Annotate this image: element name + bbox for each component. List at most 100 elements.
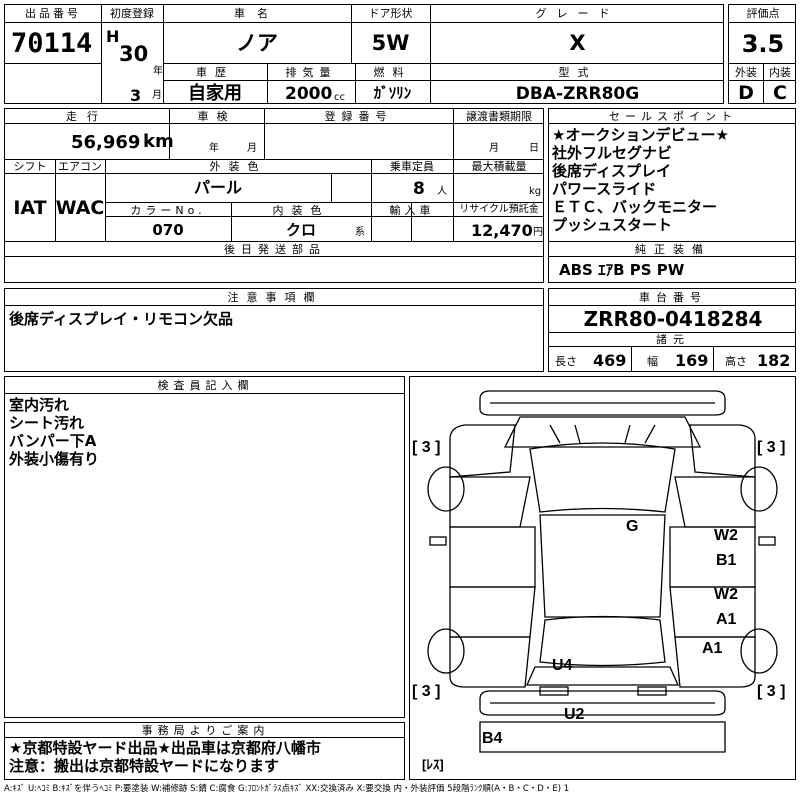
inspection-month-unit: 月 [247, 143, 257, 154]
tire-mark-front-right: [ 3 ] [757, 439, 786, 456]
length-label: 長さ [555, 355, 577, 368]
aircon: WAC [55, 197, 105, 219]
damage-mark: A1 [702, 640, 723, 657]
first-registration-month: 3 [130, 86, 142, 104]
history-label: 車歴 [196, 66, 234, 79]
car-name: ノア [236, 31, 278, 55]
transfer-doc-label: 譲渡書類期限 [466, 110, 532, 123]
damage-mark: W2 [714, 527, 738, 544]
model-label: 型式 [558, 66, 597, 79]
registration-label: 登録番号 [324, 110, 393, 123]
color-no-label: カラーNo. [130, 204, 206, 217]
dims-label: 諸元 [656, 333, 690, 346]
height-label: 高さ [725, 355, 747, 368]
inspector-label: 検査員記入欄 [157, 379, 254, 392]
exterior-grade: D [738, 82, 754, 104]
history: 自家用 [188, 83, 242, 104]
chassis-number: ZRR80-0418284 [583, 307, 763, 331]
int-color-unit: 系 [355, 227, 365, 238]
model-code: DBA-ZRR80G [515, 84, 640, 104]
displacement-unit: cc [334, 92, 345, 103]
damage-mark: U2 [564, 706, 585, 723]
first-registration-year: 30 [119, 42, 149, 66]
aircon-label: エアコン [58, 160, 102, 173]
capacity-unit: 人 [437, 186, 447, 197]
damage-mark: B4 [482, 730, 503, 747]
length: 469 [593, 351, 627, 370]
later-parts-label: 後日発送部品 [224, 243, 326, 256]
spare-tire-mark: [ﾚｽ] [422, 757, 444, 772]
equipment-label: 純正装備 [635, 243, 711, 256]
displacement-label: 排気量 [285, 66, 337, 79]
ext-color: パール [193, 178, 242, 197]
office-notice-line: 注意：搬出は京都特設ヤードになります [9, 757, 280, 775]
sales-point: ★オークションデビュー★ [552, 126, 729, 144]
recycle-fee: 12,470 [471, 221, 533, 240]
height: 182 [757, 351, 791, 370]
chassis-label: 車台番号 [639, 291, 707, 304]
caution-block: 注意事項欄 後席ディスプレイ・リモコン欠品 [4, 288, 544, 372]
tire-mark-rear-left: [ 3 ] [412, 683, 441, 700]
office-notice-line: ★京都特設ヤード出品★出品車は京都府八幡市 [9, 739, 321, 757]
car-outline-svg [427, 390, 778, 753]
sales-points-label: セールスポイント [609, 110, 737, 123]
max-load-unit: kg [529, 186, 542, 197]
transfer-day-unit: 日 [529, 143, 539, 154]
sales-point: パワースライド [552, 180, 657, 198]
shift-label: シフト [13, 160, 47, 173]
damage-mark: U4 [552, 657, 573, 674]
color-no: 070 [152, 221, 184, 239]
caution-text: 後席ディスプレイ・リモコン欠品 [9, 310, 233, 328]
lot-number-label: 出品番号 [25, 7, 81, 20]
inspector-notes-block: 検査員記入欄 室内汚れ シート汚れ バンパー下A 外装小傷有り [4, 376, 405, 718]
damage-mark: A1 [716, 611, 737, 628]
sales-point: ＥＴＣ、バックモニター [552, 198, 718, 216]
vehicle-detail-block: 走行 56,969 km 車検 年 月 登録番号 譲渡書類期限 月 日 シフト … [4, 108, 544, 283]
caution-label: 注意事項欄 [227, 291, 323, 304]
office-notice-list: ★京都特設ヤード出品★出品車は京都府八幡市 注意：搬出は京都特設ヤードになります [9, 739, 321, 775]
office-notice-block: 事務局よりご案内 ★京都特設ヤード出品★出品車は京都府八幡市 注意：搬出は京都特… [4, 722, 405, 780]
chassis-block: 車台番号 ZRR80-0418284 諸元 長さ 469 幅 169 高さ 18… [548, 288, 796, 372]
int-color: クロ [285, 221, 316, 239]
equipment: ABS ｴｱB PS PW [559, 261, 685, 279]
max-load-label: 最大積載量 [471, 160, 527, 173]
mileage: 56,969 [71, 132, 141, 153]
displacement: 2000 [285, 84, 333, 104]
grade-label: グレード [535, 7, 620, 20]
inspector-note: シート汚れ [9, 414, 85, 432]
door-label: ドア形状 [368, 7, 413, 20]
car-condition-diagram: [ 3 ] [ 3 ] [ 3 ] [ 3 ] [ﾚｽ] G W2 B1 W2 … [409, 376, 796, 780]
mileage-label: 走行 [66, 110, 108, 123]
first-registration-label: 初度登録 [110, 7, 154, 20]
legend-text: A:ｷｽﾞ U:ﾍｺﾐ B:ｷｽﾞを伴うﾍｺﾐ P:要塗装 W:補修跡 S:錆 … [4, 784, 570, 794]
recycle-unit: 円 [533, 227, 543, 238]
door-type: 5W [371, 31, 410, 55]
ext-color-label: 外装色 [209, 160, 267, 173]
tire-mark-rear-right: [ 3 ] [757, 683, 786, 700]
score-block: 評価点 3.5 外装 内装 D C [728, 4, 796, 104]
interior-label: 内装 [769, 66, 791, 79]
sales-points-block: セールスポイント ★オークションデビュー★ 社外フルセグナビ 後席ディスプレイ … [548, 108, 796, 283]
damage-mark: B1 [716, 552, 737, 569]
recycle-label: リサイクル預託金 [459, 204, 539, 215]
inspector-notes-list: 室内汚れ シート汚れ バンパー下A 外装小傷有り [9, 396, 99, 468]
sales-point: 社外フルセグナビ [552, 144, 673, 162]
score-label: 評価点 [746, 7, 780, 20]
sales-point: 後席ディスプレイ [552, 162, 671, 180]
inspection-label: 車検 [197, 110, 236, 123]
overall-score: 3.5 [741, 30, 785, 58]
capacity: 8 [413, 179, 425, 199]
sales-points-list: ★オークションデビュー★ 社外フルセグナビ 後席ディスプレイ パワースライド Ｅ… [552, 126, 729, 234]
fuel: ｶﾞｿﾘﾝ [373, 84, 412, 102]
car-name-label: 車名 [234, 7, 280, 20]
grade: X [569, 31, 586, 55]
inspector-note: バンパー下A [9, 432, 97, 450]
tire-mark-front-left: [ 3 ] [412, 439, 441, 456]
inspector-note: 室内汚れ [9, 396, 70, 414]
year-unit: 年 [153, 66, 163, 77]
width: 169 [675, 351, 709, 370]
first-registration-era: H [106, 27, 120, 46]
shift: IAT [13, 197, 47, 219]
damage-mark: G [626, 518, 639, 535]
capacity-label: 乗車定員 [390, 160, 434, 173]
